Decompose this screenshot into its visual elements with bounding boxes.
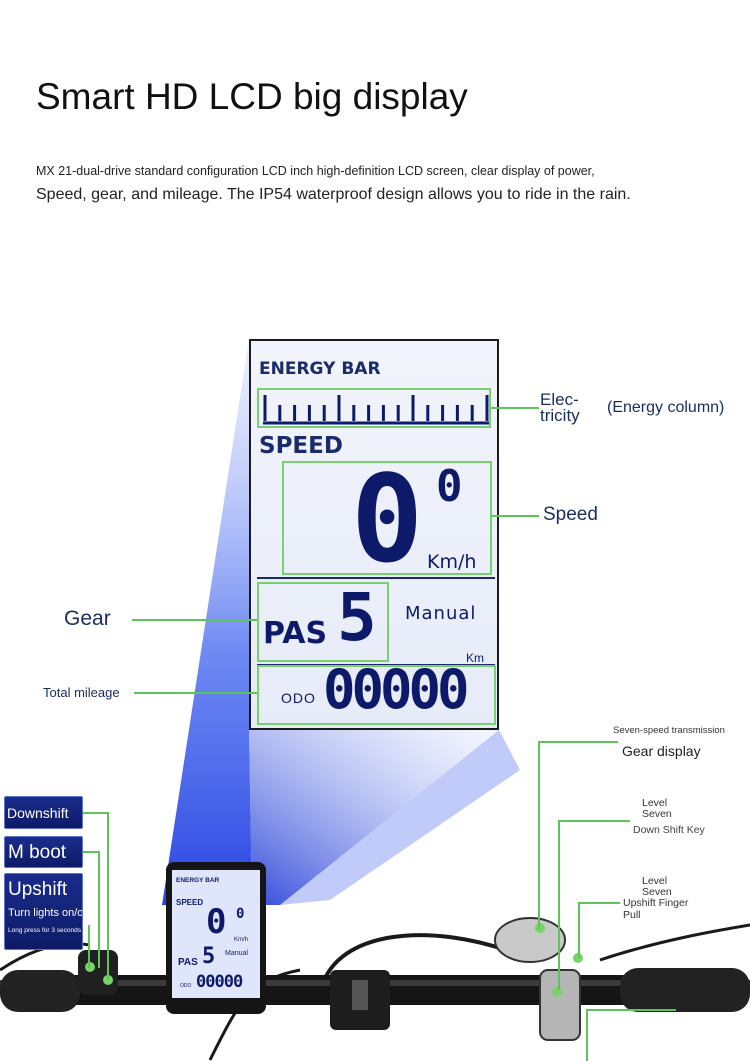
energy-column-note: (Energy column) [607, 399, 725, 416]
gear-callout: Gear [64, 607, 111, 630]
electricity-callout-line-2: tricity [540, 406, 580, 425]
turn-lights-label: Turn lights on/off [8, 907, 83, 919]
upshift-connector-h [578, 902, 620, 904]
down-shift-key-label: Down Shift Key [633, 824, 705, 836]
upshift-finger-line-2: Pull [623, 909, 641, 921]
downshift-connector-h [83, 812, 109, 814]
speed-label: SPEED [259, 433, 343, 459]
mini-pas-value: 5 [202, 944, 216, 969]
pas-label: PAS [263, 616, 328, 651]
upshift-finger-pull-label: Upshift Finger Pull [623, 897, 688, 921]
total-mileage-callout: Total mileage [43, 685, 120, 700]
mini-speed-digit: 0 [206, 902, 227, 942]
speed-digit: 0 [351, 451, 424, 590]
long-press-label: Long press for 3 seconds [8, 927, 81, 934]
pas-value: 5 [337, 579, 377, 656]
downshift-button[interactable]: Downshift [4, 796, 83, 829]
bottom-connector-h [586, 1009, 676, 1011]
level-seven-down-label: Level Seven [642, 798, 672, 820]
electricity-callout: Elec- tricity [540, 390, 580, 425]
mini-energy-label: ENERGY BAR [176, 877, 220, 884]
electricity-connector [491, 407, 539, 409]
level-seven-down-line-1: Level [642, 797, 668, 809]
mileage-highlight-box [257, 665, 496, 725]
m-boot-connector-h [83, 851, 100, 853]
level-seven-down-line-2: Seven [642, 808, 672, 820]
mini-pas-label: PAS [178, 957, 198, 968]
mini-mode-label: Manual [225, 950, 248, 957]
lcd-display: ENERGY BAR SPEED 0 0 Km/h PAS 5 Manual K… [249, 339, 499, 730]
gear-highlight-box [257, 582, 389, 662]
m-boot-button[interactable]: M boot [4, 836, 83, 868]
odo-value: 00000 [323, 658, 470, 721]
mini-odo-value: 00000 [196, 972, 243, 992]
lcd-divider [257, 577, 495, 579]
gear-display-connector-v [538, 741, 540, 929]
speed-highlight-box [282, 461, 492, 575]
seven-speed-label: Seven-speed transmission [613, 725, 725, 736]
gear-display-connector-h [538, 741, 618, 743]
handlebar-scene [0, 862, 750, 1061]
energy-bar-label: ENERGY BAR [259, 359, 381, 379]
down-shift-connector-h [560, 820, 630, 822]
mini-speed-unit: Km/h [234, 937, 249, 943]
down-shift-connector-v [558, 820, 560, 990]
level-seven-up-line-2: Seven [642, 886, 672, 898]
gear-display-label: Gear display [622, 743, 701, 759]
speed-unit: Km/h [427, 551, 477, 573]
description-line-2: Speed, gear, and mileage. The IP54 water… [36, 186, 631, 203]
electricity-callout-line-1: Elec- [540, 390, 579, 409]
mini-odo-label: ODO [180, 983, 192, 989]
level-seven-up-line-1: Level [642, 875, 668, 887]
upshift-connector-v [88, 925, 90, 968]
m-boot-connector-v [98, 851, 100, 968]
energy-bar-ticks [263, 395, 489, 425]
upshift-connector-v [578, 902, 580, 958]
level-seven-up-label: Level Seven [642, 876, 672, 898]
upshift-label: Upshift [8, 879, 68, 900]
speed-connector [491, 515, 539, 517]
mini-speed-decimal: 0 [236, 906, 245, 922]
mileage-connector [134, 692, 257, 694]
gear-connector [132, 619, 257, 621]
km-label: Km [466, 651, 484, 665]
mini-speed-label: SPEED [176, 898, 204, 907]
speed-callout: Speed [543, 504, 598, 525]
bottom-connector-v [586, 1009, 588, 1061]
mode-label: Manual [405, 603, 477, 624]
description-line-1: MX 21-dual-drive standard configuration … [36, 164, 595, 178]
upshift-finger-line-1: Upshift Finger [623, 897, 689, 909]
odo-label: ODO [281, 690, 316, 706]
page-title: Smart HD LCD big display [36, 76, 468, 117]
downshift-connector-v [107, 812, 109, 980]
speed-decimal-digit: 0 [436, 461, 463, 512]
upshift-button[interactable]: Upshift Turn lights on/off Long press fo… [4, 873, 83, 950]
energy-highlight-box [257, 388, 491, 428]
